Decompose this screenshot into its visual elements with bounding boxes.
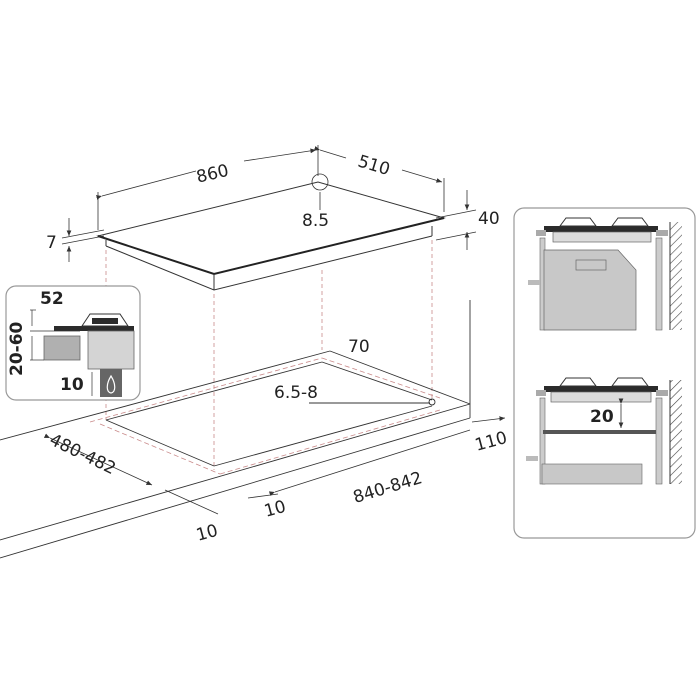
label-front-clearance-b: 10 bbox=[194, 521, 220, 546]
label-hob-width: 860 bbox=[195, 161, 231, 188]
inset-cabinet-sections bbox=[513, 207, 696, 539]
label-cutout-back-offset: 70 bbox=[348, 337, 370, 357]
label-cutout-corner-radius: 6.5-8 bbox=[274, 383, 318, 403]
label-worktop-thickness: 20-60 bbox=[7, 321, 27, 376]
label-top-clearance: 52 bbox=[40, 289, 64, 309]
label-corner-radius: 8.5 bbox=[302, 211, 329, 231]
label-glass-thickness: 7 bbox=[46, 233, 57, 253]
worktop-cutout bbox=[0, 300, 471, 559]
label-cutout-width: 840-842 bbox=[351, 468, 425, 508]
gas-flame-icon bbox=[106, 374, 116, 394]
label-gas-clearance: 10 bbox=[60, 375, 84, 395]
hob-3d bbox=[96, 173, 446, 291]
label-hob-height: 40 bbox=[478, 209, 500, 229]
label-cutout-depth: 480-482 bbox=[46, 430, 119, 479]
inset-worktop-section bbox=[5, 285, 141, 401]
label-side-clearance: 110 bbox=[473, 428, 510, 456]
label-panel-gap: 20 bbox=[590, 407, 614, 427]
label-hob-depth: 510 bbox=[355, 152, 392, 181]
gas-connector bbox=[100, 369, 122, 397]
corner-detail-marker bbox=[311, 173, 329, 191]
label-front-clearance-a: 10 bbox=[262, 497, 288, 522]
